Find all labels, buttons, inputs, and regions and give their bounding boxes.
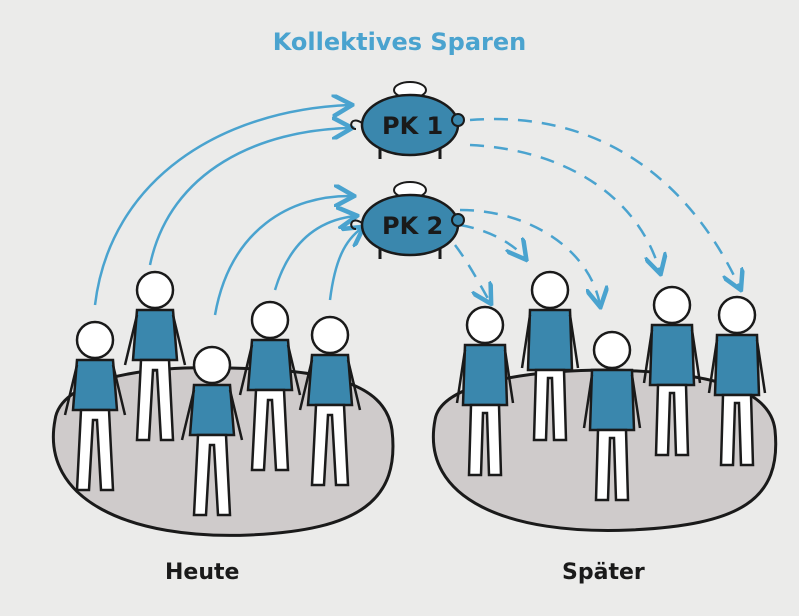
payout-arrows (453, 117, 740, 305)
arrow-to-pk2-b (273, 216, 355, 291)
arrow-pk2-to-later-c (453, 244, 490, 302)
diagram-title: Kollektives Sparen (272, 28, 527, 56)
piggy-bank-pk2: PK 2 (350, 181, 465, 259)
pk2-label: PK 2 (382, 212, 443, 240)
arrow-pk1-to-later-b (469, 143, 660, 272)
arrow-to-pk1-a (93, 105, 350, 306)
group-label-later: Später (562, 560, 645, 585)
piggy-bank-pk1: PK 1 (350, 81, 465, 159)
arrow-to-pk2-c (328, 228, 362, 301)
group-label-today: Heute (165, 560, 240, 585)
arrow-pk1-to-later-a (469, 117, 740, 288)
arrow-pk2-to-later-a (459, 208, 600, 305)
arrow-to-pk2-a (213, 196, 352, 316)
arrow-pk2-to-later-b (459, 223, 525, 258)
contribution-arrows (93, 105, 362, 316)
arrow-to-pk1-b (148, 128, 350, 266)
pk1-label: PK 1 (382, 112, 443, 140)
